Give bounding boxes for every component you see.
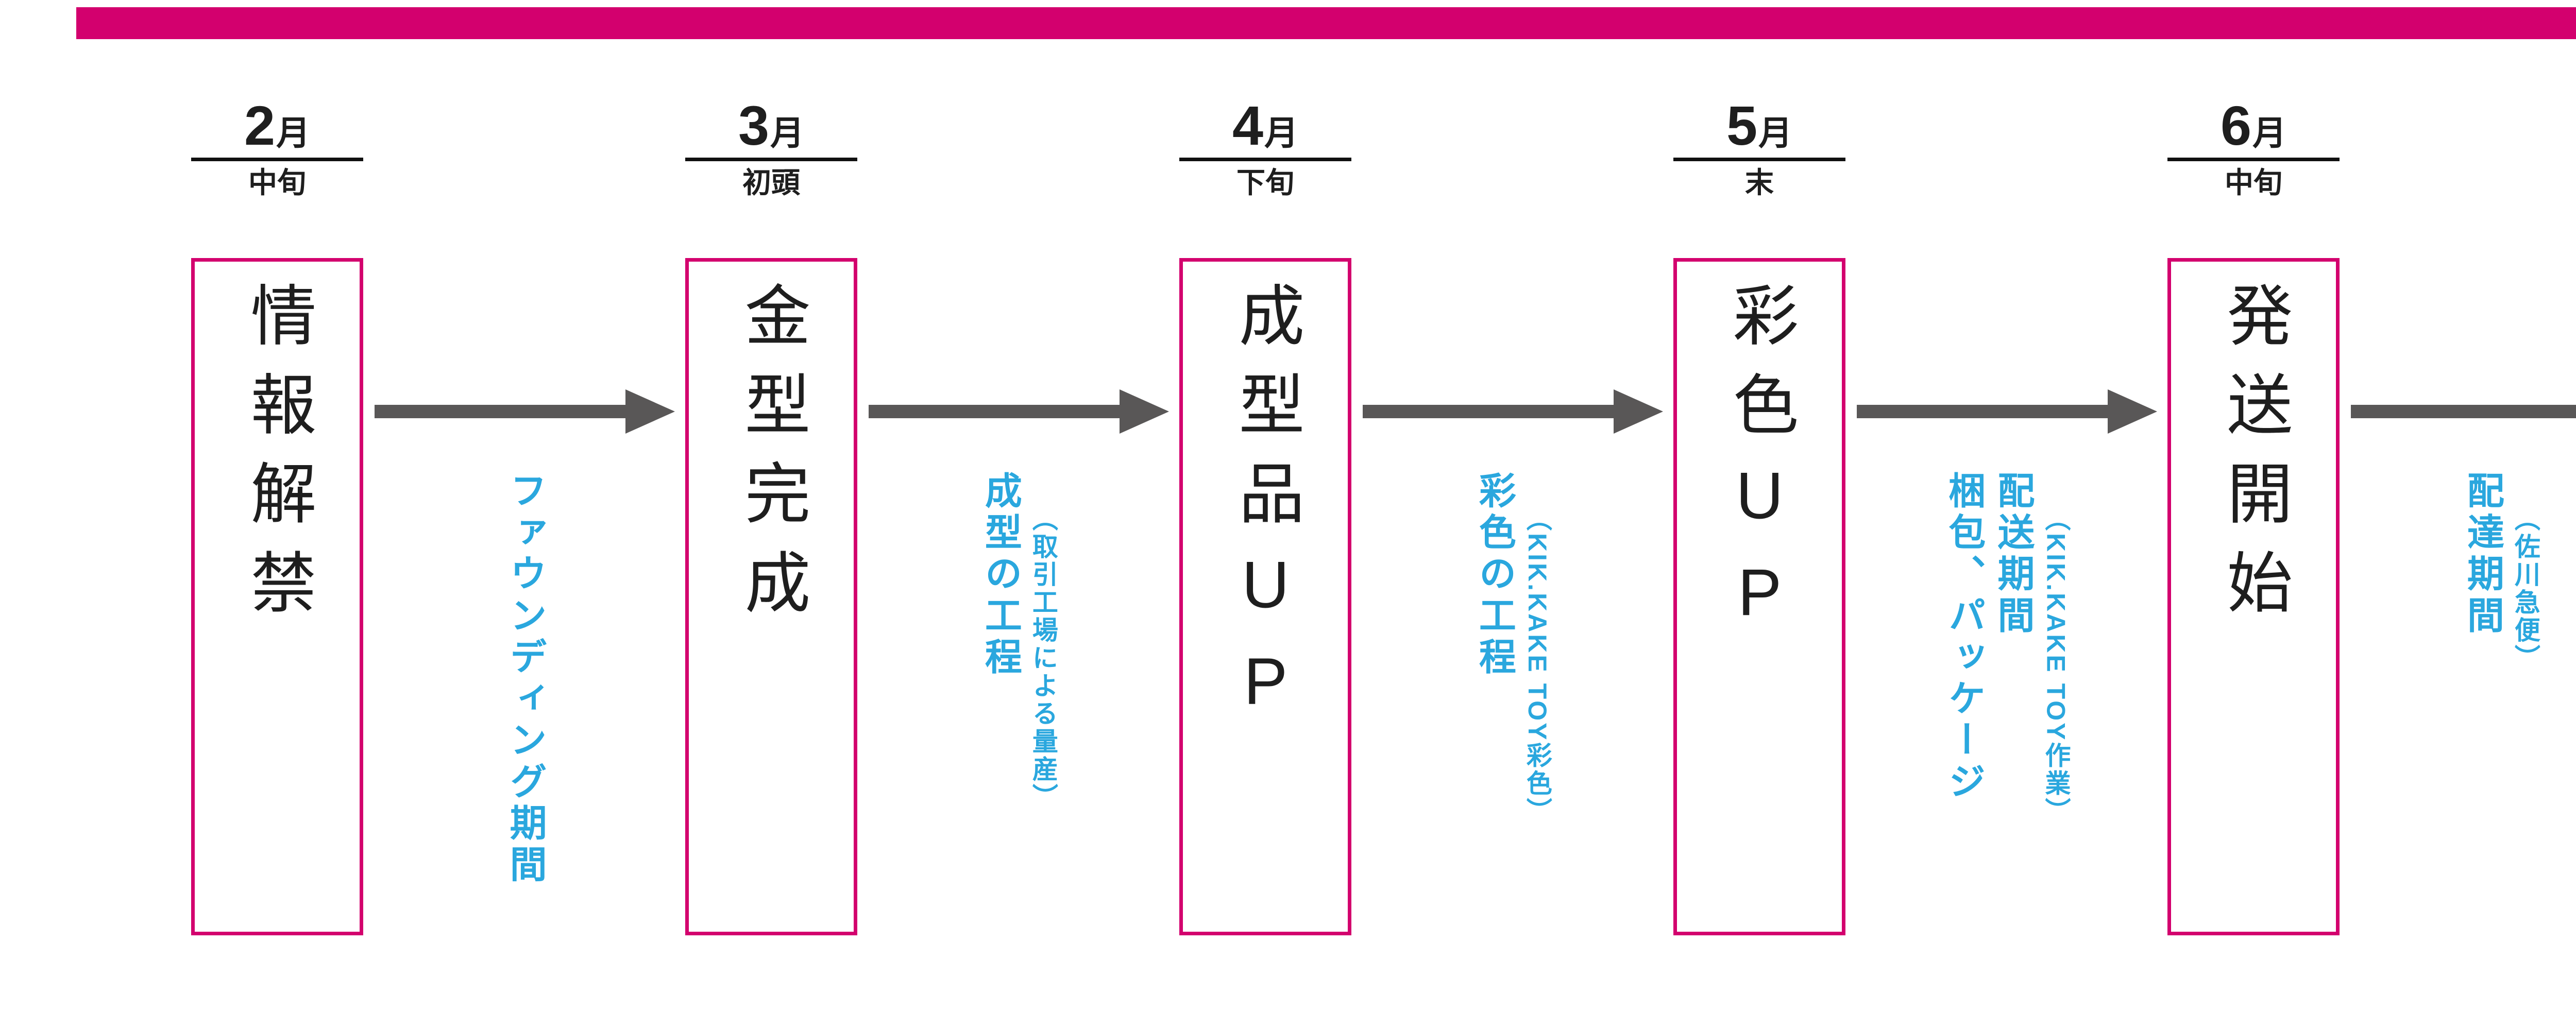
month-period: 中旬 — [248, 166, 306, 199]
connector-notes: 配達期間 （佐川急便） — [2340, 471, 2576, 672]
month-number: 2 — [244, 94, 277, 157]
month-header: 5月 — [1673, 98, 1845, 161]
month-number: 6 — [2220, 94, 2253, 157]
stage-column-april: 4月 下旬 成型品UP — [1179, 98, 1351, 935]
stage-label: 成型品UP — [1229, 281, 1302, 742]
month-header: 6月 — [2167, 98, 2340, 161]
connector-notes: 成型の工程 （取引工場による量産） — [857, 471, 1179, 811]
stage-column-february: 2月 中旬 情報解禁 — [191, 98, 363, 935]
stage-column-june: 6月 中旬 発送開始 — [2167, 98, 2340, 935]
connector-note: （KIK.KAKE TOY彩色） — [1522, 505, 1552, 826]
connector-may-jun: 梱包、パッケージ 配送期間 （KIK.KAKE TOY作業） — [1845, 0, 2167, 1010]
connector-label: 彩色の工程 — [1473, 471, 1515, 679]
arrow-shaft — [2351, 405, 2576, 418]
connector-label: ファウンディング期間 — [504, 471, 546, 887]
month-period: 初頭 — [742, 166, 800, 199]
connector-notes: 彩色の工程 （KIK.KAKE TOY彩色） — [1351, 471, 1673, 825]
connector-label-2: 配送期間 — [1991, 471, 2033, 638]
stage-label: 彩色UP — [1723, 281, 1797, 653]
month-period: 下旬 — [1236, 166, 1294, 199]
stage-box: 成型品UP — [1179, 258, 1351, 935]
stage-label: 発送開始 — [2217, 281, 2291, 638]
month-unit: 月 — [770, 114, 805, 152]
month-unit: 月 — [1264, 114, 1299, 152]
month-header: 3月 — [685, 98, 857, 161]
stage-box: 彩色UP — [1673, 258, 1845, 935]
arrow-shaft — [375, 405, 625, 418]
stage-box: 金型完成 — [685, 258, 857, 935]
connector-label: 成型の工程 — [979, 471, 1021, 679]
arrow-shaft — [869, 405, 1120, 418]
connector-jun-jul: 配達期間 （佐川急便） — [2340, 0, 2576, 1010]
connector-notes: 梱包、パッケージ 配送期間 （KIK.KAKE TOY作業） — [1845, 471, 2167, 825]
stage-column-may: 5月 末 彩色UP — [1673, 98, 1845, 935]
connector-notes: ファウンディング期間 — [363, 471, 685, 886]
month-number: 4 — [1232, 94, 1265, 157]
connector-feb-mar: ファウンディング期間 — [363, 0, 685, 1010]
connector-note: （取引工場による量産） — [1028, 505, 1058, 811]
arrow-right-icon — [1120, 389, 1169, 434]
arrow-right-icon — [625, 389, 675, 434]
connector-mar-apr: 成型の工程 （取引工場による量産） — [857, 0, 1179, 1010]
connector-label: 梱包、パッケージ — [1942, 471, 1984, 804]
month-number: 5 — [1726, 94, 1759, 157]
arrow-right-icon — [1614, 389, 1663, 434]
month-unit: 月 — [2252, 114, 2287, 152]
connector-apr-may: 彩色の工程 （KIK.KAKE TOY彩色） — [1351, 0, 1673, 1010]
stage-box: 情報解禁 — [191, 258, 363, 935]
connector-label: 配達期間 — [2461, 471, 2503, 638]
stage-column-march: 3月 初頭 金型完成 — [685, 98, 857, 935]
month-period: 末 — [1745, 166, 1774, 199]
month-unit: 月 — [276, 114, 311, 152]
month-period: 中旬 — [2225, 166, 2282, 199]
top-accent-bar — [76, 7, 2576, 39]
arrow-shaft — [1857, 405, 2108, 418]
month-number: 3 — [738, 94, 771, 157]
arrow-shaft — [1363, 405, 1614, 418]
month-header: 4月 — [1179, 98, 1351, 161]
stage-label: 情報解禁 — [241, 281, 314, 638]
connector-note: （佐川急便） — [2511, 505, 2540, 672]
stage-box: 発送開始 — [2167, 258, 2340, 935]
stage-label: 金型完成 — [735, 281, 808, 638]
month-unit: 月 — [1758, 114, 1793, 152]
arrow-right-icon — [2108, 389, 2157, 434]
month-header: 2月 — [191, 98, 363, 161]
connector-note: （KIK.KAKE TOY作業） — [2041, 505, 2071, 826]
